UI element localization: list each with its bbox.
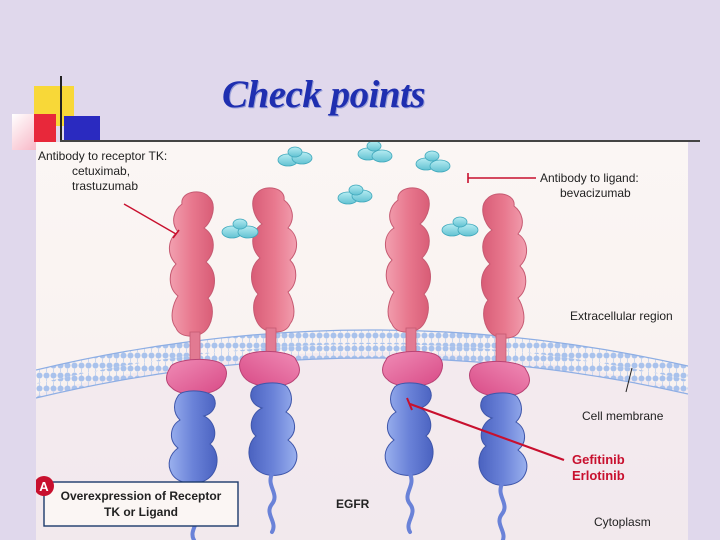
ligand-4 bbox=[337, 184, 373, 205]
antibody-receptor-label-1: Antibody to receptor TK: bbox=[38, 149, 167, 163]
cell-membrane-label: Cell membrane bbox=[582, 409, 664, 423]
egfr-receptor-1 bbox=[166, 191, 227, 540]
cytoplasm-label: Cytoplasm bbox=[594, 515, 651, 529]
ligand-2 bbox=[357, 142, 393, 163]
ligands bbox=[221, 142, 479, 239]
membrane-pointer bbox=[625, 367, 633, 393]
deco-vertical-line bbox=[60, 76, 62, 148]
title-underline bbox=[60, 140, 700, 142]
inhibitor-pointer bbox=[409, 402, 565, 462]
panel-caption-line-1: Overexpression of Receptor bbox=[61, 489, 222, 503]
antibody-ligand-label-1: Antibody to ligand: bbox=[540, 171, 639, 185]
antibody-receptor-label-2: cetuximab, bbox=[72, 164, 130, 178]
ligand-bound-1 bbox=[221, 218, 259, 239]
panel-letter-badge bbox=[36, 476, 54, 496]
extracellular-domain bbox=[169, 191, 215, 337]
ligand-bound-2 bbox=[441, 216, 479, 237]
panel-caption-line-2: TK or Ligand bbox=[104, 505, 178, 519]
erlotinib-label: Erlotinib bbox=[572, 468, 625, 483]
egfr-receptor-3 bbox=[382, 187, 443, 534]
antibody-receptor-label-3: trastuzumab bbox=[72, 179, 138, 193]
pointers bbox=[123, 173, 633, 462]
antibody-receptor-pointer bbox=[123, 203, 177, 235]
egfr-receptor-4 bbox=[469, 193, 530, 540]
extracellular-region-label: Extracellular region bbox=[570, 309, 673, 323]
ligand-1 bbox=[277, 146, 313, 167]
egfr-receptor-2 bbox=[239, 187, 300, 534]
slide-title: Check points bbox=[222, 73, 426, 116]
deco-red-square bbox=[34, 114, 56, 142]
panel-caption-box bbox=[43, 481, 239, 527]
antibody-ligand-label-2: bevacizumab bbox=[560, 186, 631, 200]
egfr-checkpoint-diagram: Antibody to receptor TK: cetuximab, tras… bbox=[36, 142, 688, 540]
egfr-label: EGFR bbox=[336, 497, 370, 511]
deco-blue-square bbox=[64, 116, 100, 144]
panel-a-caption: A Overexpression of Receptor TK or Ligan… bbox=[36, 476, 239, 527]
gefitinib-label: Gefitinib bbox=[572, 452, 625, 467]
ligand-3 bbox=[415, 150, 451, 173]
panel-letter: A bbox=[39, 479, 49, 494]
kinase-domain bbox=[168, 390, 218, 484]
juxtamembrane-domain bbox=[166, 358, 227, 395]
labels: Antibody to receptor TK: cetuximab, tras… bbox=[38, 149, 673, 529]
